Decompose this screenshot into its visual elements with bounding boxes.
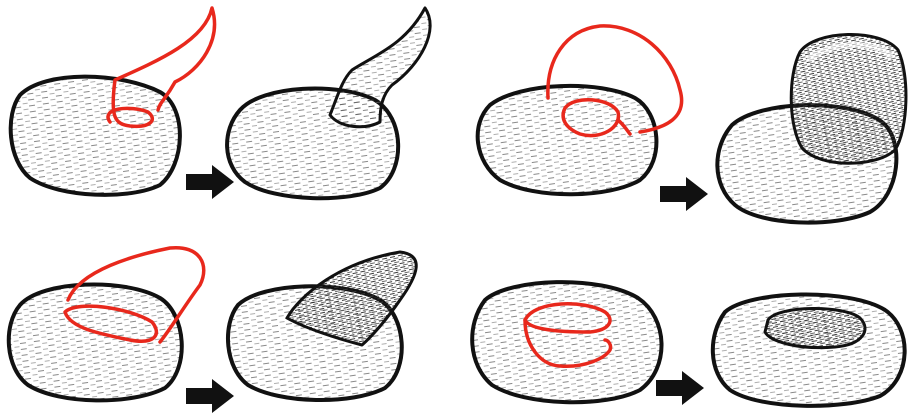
arrow-right-icon [656, 371, 704, 405]
blob-with-stroke [11, 8, 215, 195]
arrow-right-icon [186, 379, 234, 413]
blob-with-cut-stroke [472, 282, 661, 402]
blob-with-fin-stroke [9, 248, 204, 401]
arrow-right-icon [660, 177, 708, 211]
blob-with-hole [713, 294, 905, 405]
panel-cut-hole [472, 282, 904, 406]
arrow-right-icon [186, 165, 234, 199]
panel-add-sphere [478, 26, 906, 223]
panel-extrude-fin [9, 248, 416, 413]
blob-with-sphere [717, 34, 906, 222]
blob-with-fin [228, 252, 416, 400]
blob-with-tentacle [227, 8, 430, 198]
blob-with-loop-stroke [478, 26, 682, 194]
panel-extrude-tentacle [11, 8, 430, 199]
